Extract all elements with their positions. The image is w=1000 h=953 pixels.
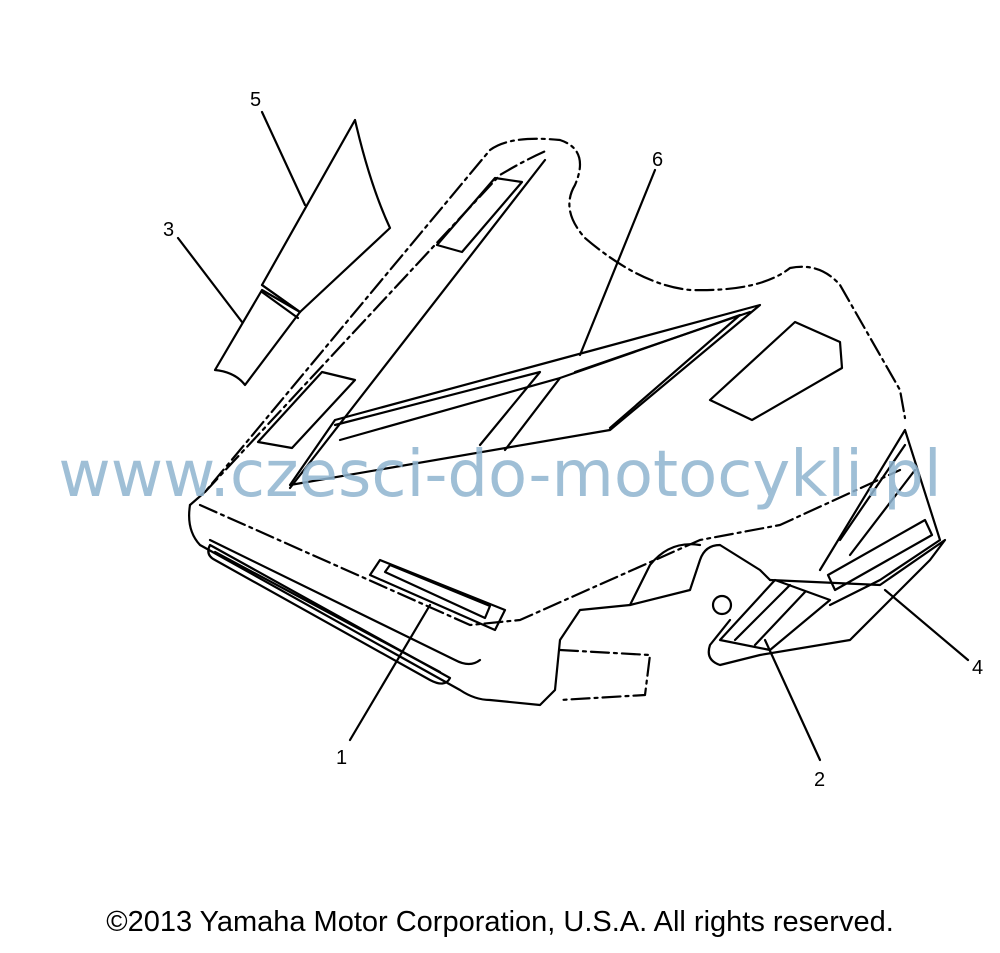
center-decal-line-c	[558, 313, 742, 430]
windscreen-lower	[213, 288, 302, 387]
leader-line-6	[578, 168, 657, 357]
lower-side-decal	[718, 578, 832, 652]
hood-left-rail-inner	[288, 158, 547, 490]
side-decal	[818, 428, 942, 607]
side-decal-stripe-a	[838, 443, 907, 542]
side-emblem	[826, 518, 934, 592]
leader-line-1	[348, 603, 432, 742]
callout-3: 3	[163, 219, 174, 241]
side-decal-stripe-b	[848, 468, 917, 557]
lower-side-decal-stripe	[733, 583, 792, 642]
hood-left-rail	[203, 148, 550, 494]
callout-5: 5	[250, 89, 261, 111]
front-emblem-inner	[383, 563, 492, 620]
under-panel	[558, 648, 652, 702]
center-decal-line-d	[573, 310, 752, 374]
wheel-arch	[628, 543, 702, 607]
leader-line-3	[176, 236, 244, 324]
front-bumper-slot	[207, 543, 452, 685]
lower-side-decal-stripe-b	[753, 590, 807, 647]
right-vent	[708, 320, 844, 422]
top-vent	[435, 176, 524, 254]
leader-line-2	[763, 638, 822, 762]
mount-hole	[711, 594, 733, 616]
windscreen-joint	[260, 290, 300, 320]
front-bumper-lip	[208, 538, 482, 666]
left-vent	[256, 370, 357, 450]
callout-4: 4	[972, 657, 983, 679]
front-bumper	[188, 503, 772, 707]
leader-line-5	[260, 110, 307, 207]
leader-line-4	[883, 588, 970, 662]
front-emblem	[368, 558, 507, 632]
callout-1: 1	[336, 747, 347, 769]
center-decal	[288, 303, 762, 487]
front-crease	[198, 468, 902, 627]
hood-outline	[188, 137, 907, 507]
copyright-notice: ©2013 Yamaha Motor Corporation, U.S.A. A…	[106, 906, 894, 938]
windscreen-upper	[260, 118, 392, 314]
callout-2: 2	[814, 769, 825, 791]
side-lower-edge	[707, 538, 947, 667]
callout-6: 6	[652, 149, 663, 171]
center-decal-line-a	[333, 370, 542, 447]
